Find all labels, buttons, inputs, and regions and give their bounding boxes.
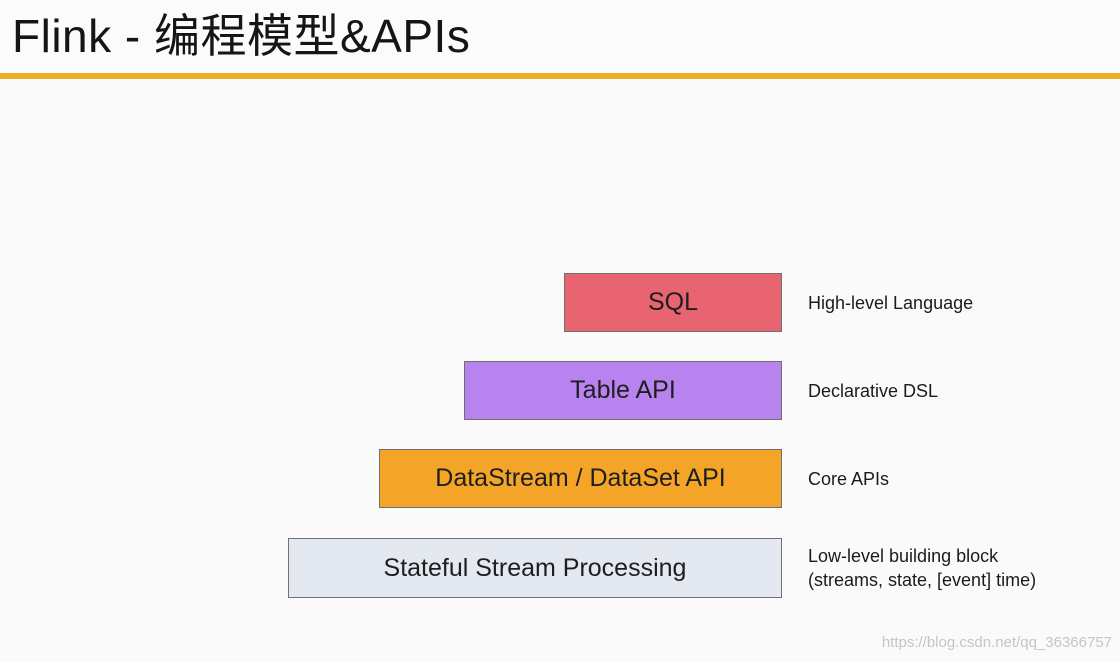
layer-table-api-description-line: Declarative DSL [808,381,939,401]
layer-stateful-stream-processing: Stateful Stream Processing [288,538,782,598]
layer-stateful-stream-processing-description-line-2: (streams, state, [event] time) [808,570,1037,590]
watermark-url: https://blog.csdn.net/qq_36366757 [881,634,1112,651]
layer-stateful-stream-processing-description-line-1: Low-level building block [808,546,999,566]
layer-datastream-dataset-api: DataStream / DataSet API [379,449,782,508]
title-bar: Flink - 编程模型&APIs [0,0,1120,74]
layer-datastream-dataset-api-description-line: Core APIs [808,469,890,489]
layer-sql-description-line: High-level Language [808,293,974,313]
layer-sql: SQL [564,273,782,332]
layer-table-api: Table API [464,361,782,420]
layer-sql-description: High-level Language [808,291,973,315]
layer-datastream-dataset-api-description: Core APIs [808,467,889,491]
layer-stateful-stream-processing-description: Low-level building block (streams, state… [808,544,1036,592]
title-underline [0,73,1120,79]
layer-table-api-description: Declarative DSL [808,379,938,403]
page-title: Flink - 编程模型&APIs [12,10,471,62]
